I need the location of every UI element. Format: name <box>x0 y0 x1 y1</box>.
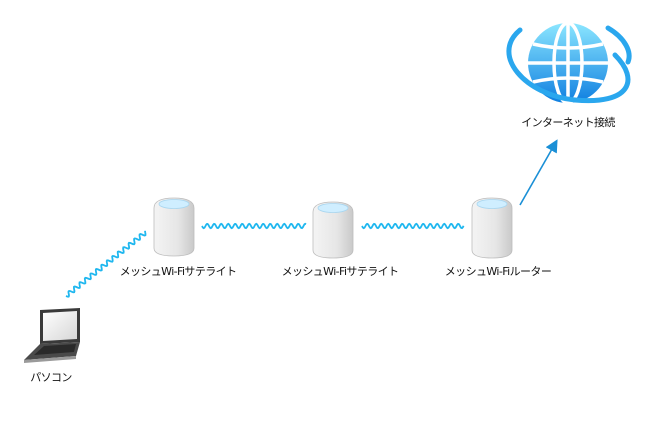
mesh-satellite-icon <box>312 201 354 259</box>
uplink-arrow <box>519 139 558 206</box>
wave-link-laptop-satellite <box>65 230 147 298</box>
wave-link-satellite-satellite <box>201 222 307 230</box>
router-label: メッシュWi-Fiルーター <box>444 265 552 278</box>
mesh-router-icon <box>471 197 513 259</box>
globe-icon <box>506 21 632 105</box>
mesh-satellite-icon <box>153 197 195 257</box>
satellite-middle-label: メッシュWi-Fiサテライト <box>281 265 399 278</box>
pc-label: パソコン <box>30 371 72 384</box>
laptop-icon <box>24 308 80 363</box>
internet-label: インターネット接続 <box>521 116 615 129</box>
satellite-left-label: メッシュWi-Fiサテライト <box>119 265 237 278</box>
wave-link-satellite-router <box>361 222 465 230</box>
wireless-links <box>65 222 465 298</box>
